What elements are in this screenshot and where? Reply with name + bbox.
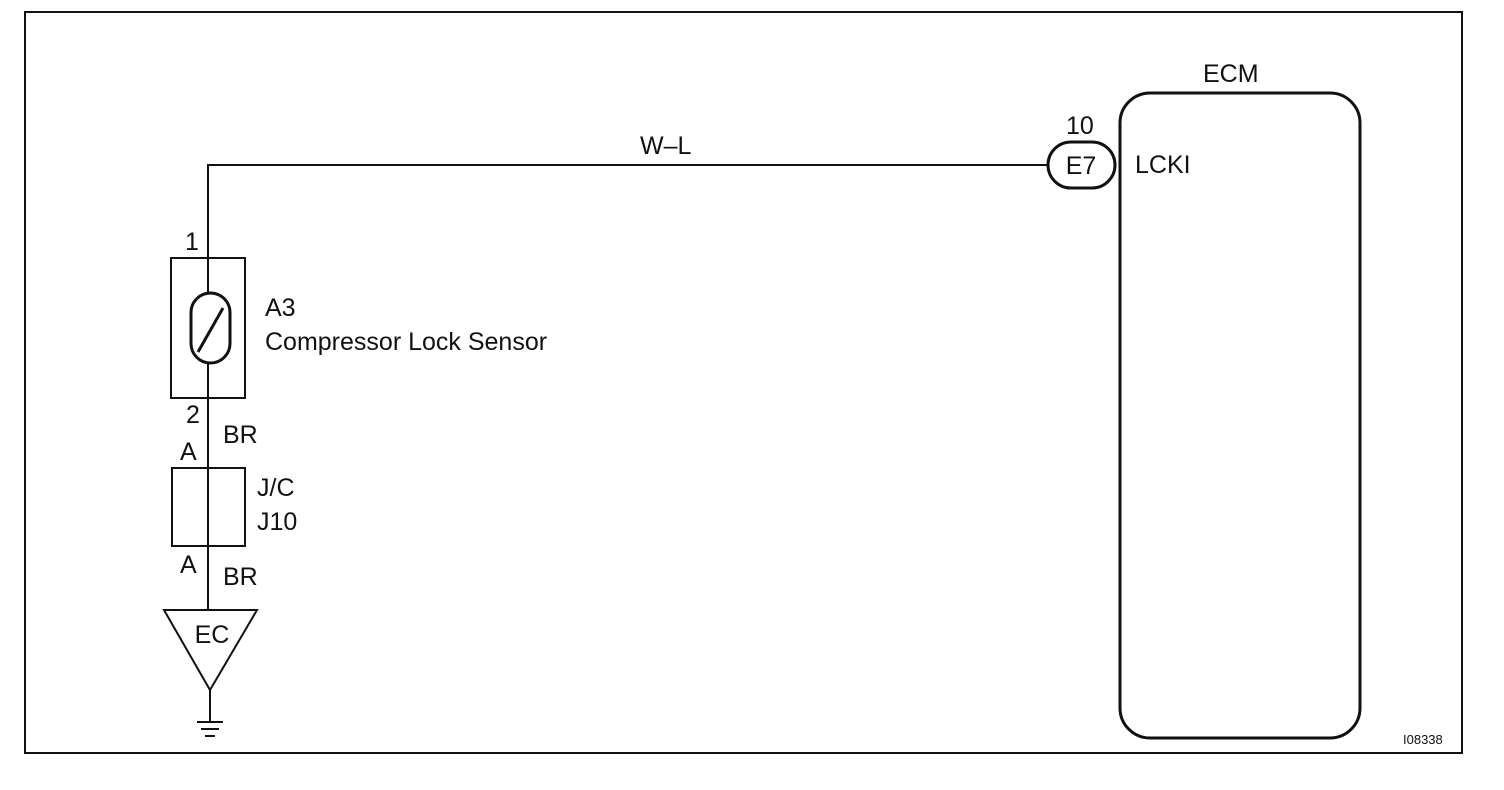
junction-connector-box: [171, 467, 246, 547]
sensor-pin-top: 1: [185, 228, 199, 256]
ecm-pin-number: 10: [1066, 112, 1094, 140]
ground-point-triangle: [162, 609, 259, 692]
junction-pin-bottom: A: [180, 551, 197, 579]
sensor-name: Compressor Lock Sensor: [265, 328, 547, 356]
wire-jc-ground-color-label: BR: [223, 563, 258, 591]
figure-id: I08338: [1403, 732, 1443, 747]
ecm-box: [1118, 91, 1362, 740]
wire-sensor-jc-color-label: BR: [223, 421, 258, 449]
ecm-title: ECM: [1203, 60, 1259, 88]
ecm-connector-label: E7: [1066, 152, 1097, 180]
ecm-terminal-label: LCKI: [1135, 151, 1191, 179]
ecm-connector-e7: [1046, 140, 1117, 190]
wire-w-l: [207, 164, 1048, 610]
sensor-pin-bottom: 2: [186, 401, 200, 429]
diagram-frame: [24, 11, 1463, 754]
sensor-coil-slash: [196, 307, 225, 353]
wire-top-color-label: W–L: [640, 132, 692, 160]
compressor-lock-sensor-box: [170, 257, 246, 399]
junction-type: J/C: [257, 474, 295, 502]
chassis-ground-icon: [197, 721, 223, 737]
junction-code: J10: [257, 508, 297, 536]
sensor-code: A3: [265, 294, 296, 322]
ground-point-label: EC: [195, 621, 230, 649]
junction-pin-top: A: [180, 438, 197, 466]
